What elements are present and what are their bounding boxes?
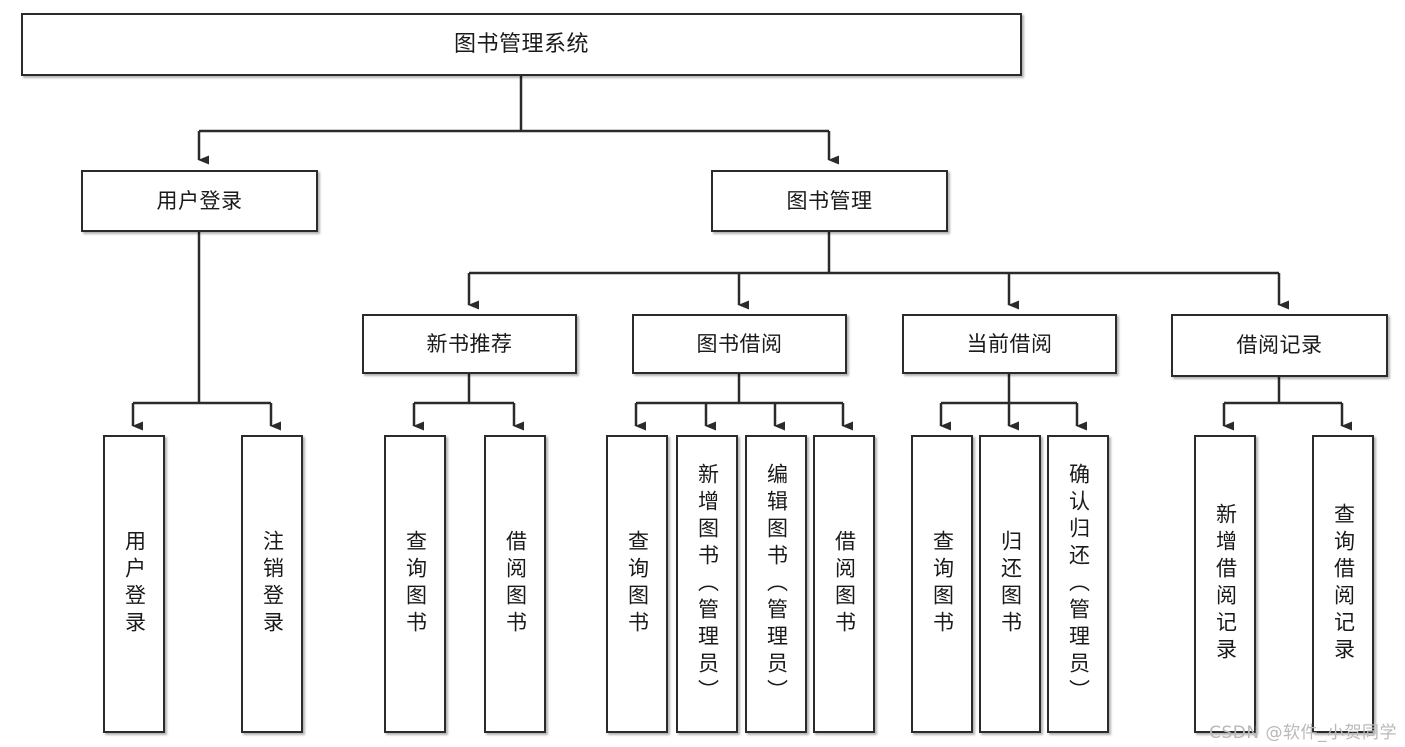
leaf-query-book-3[interactable]: 查询图书 bbox=[911, 435, 973, 733]
leaf-user-login[interactable]: 用户登录 bbox=[103, 435, 165, 733]
node-user-login[interactable]: 用户登录 bbox=[81, 170, 318, 232]
leaf-query-book-2[interactable]: 查询图书 bbox=[606, 435, 668, 733]
leaf-query-book-3-label: 查询图书 bbox=[930, 530, 955, 638]
leaf-add-borrow-record-label: 新增借阅记录 bbox=[1213, 503, 1238, 665]
leaf-return-book-label: 归还图书 bbox=[998, 530, 1023, 638]
leaf-user-login-label: 用户登录 bbox=[122, 530, 147, 638]
node-book-management-label: 图书管理 bbox=[786, 188, 873, 213]
leaf-confirm-return-label: 确认归还（管理员） bbox=[1066, 462, 1091, 706]
leaf-logout-label: 注销登录 bbox=[260, 530, 285, 638]
leaf-edit-book[interactable]: 编辑图书（管理员） bbox=[745, 435, 807, 733]
leaf-borrow-book-1-label: 借阅图书 bbox=[503, 530, 528, 638]
node-new-book-recommend-label: 新书推荐 bbox=[426, 331, 513, 356]
watermark: CSDN @软件_小贺同学 bbox=[1209, 723, 1397, 743]
leaf-add-book-label: 新增图书（管理员） bbox=[695, 462, 720, 706]
node-book-borrow[interactable]: 图书借阅 bbox=[632, 314, 847, 374]
leaf-add-borrow-record[interactable]: 新增借阅记录 bbox=[1194, 435, 1256, 733]
node-current-borrow-label: 当前借阅 bbox=[966, 331, 1053, 356]
node-root-label: 图书管理系统 bbox=[453, 31, 589, 57]
leaf-borrow-book-1[interactable]: 借阅图书 bbox=[484, 435, 546, 733]
node-current-borrow[interactable]: 当前借阅 bbox=[902, 314, 1117, 374]
node-book-borrow-label: 图书借阅 bbox=[696, 331, 783, 356]
leaf-query-book-2-label: 查询图书 bbox=[625, 530, 650, 638]
node-borrow-record-label: 借阅记录 bbox=[1236, 333, 1323, 358]
node-book-management[interactable]: 图书管理 bbox=[711, 170, 948, 232]
leaf-add-book[interactable]: 新增图书（管理员） bbox=[676, 435, 738, 733]
leaf-logout[interactable]: 注销登录 bbox=[241, 435, 303, 733]
leaf-query-book-1[interactable]: 查询图书 bbox=[384, 435, 446, 733]
leaf-borrow-book-2-label: 借阅图书 bbox=[832, 530, 857, 638]
node-new-book-recommend[interactable]: 新书推荐 bbox=[362, 314, 577, 374]
leaf-confirm-return[interactable]: 确认归还（管理员） bbox=[1047, 435, 1109, 733]
node-borrow-record[interactable]: 借阅记录 bbox=[1171, 314, 1388, 377]
leaf-return-book[interactable]: 归还图书 bbox=[979, 435, 1041, 733]
node-root[interactable]: 图书管理系统 bbox=[21, 13, 1022, 76]
leaf-query-borrow-record-label: 查询借阅记录 bbox=[1331, 503, 1356, 665]
node-user-login-label: 用户登录 bbox=[156, 188, 243, 213]
leaf-borrow-book-2[interactable]: 借阅图书 bbox=[813, 435, 875, 733]
leaf-query-book-1-label: 查询图书 bbox=[403, 530, 428, 638]
leaf-edit-book-label: 编辑图书（管理员） bbox=[764, 462, 789, 706]
leaf-query-borrow-record[interactable]: 查询借阅记录 bbox=[1312, 435, 1374, 733]
